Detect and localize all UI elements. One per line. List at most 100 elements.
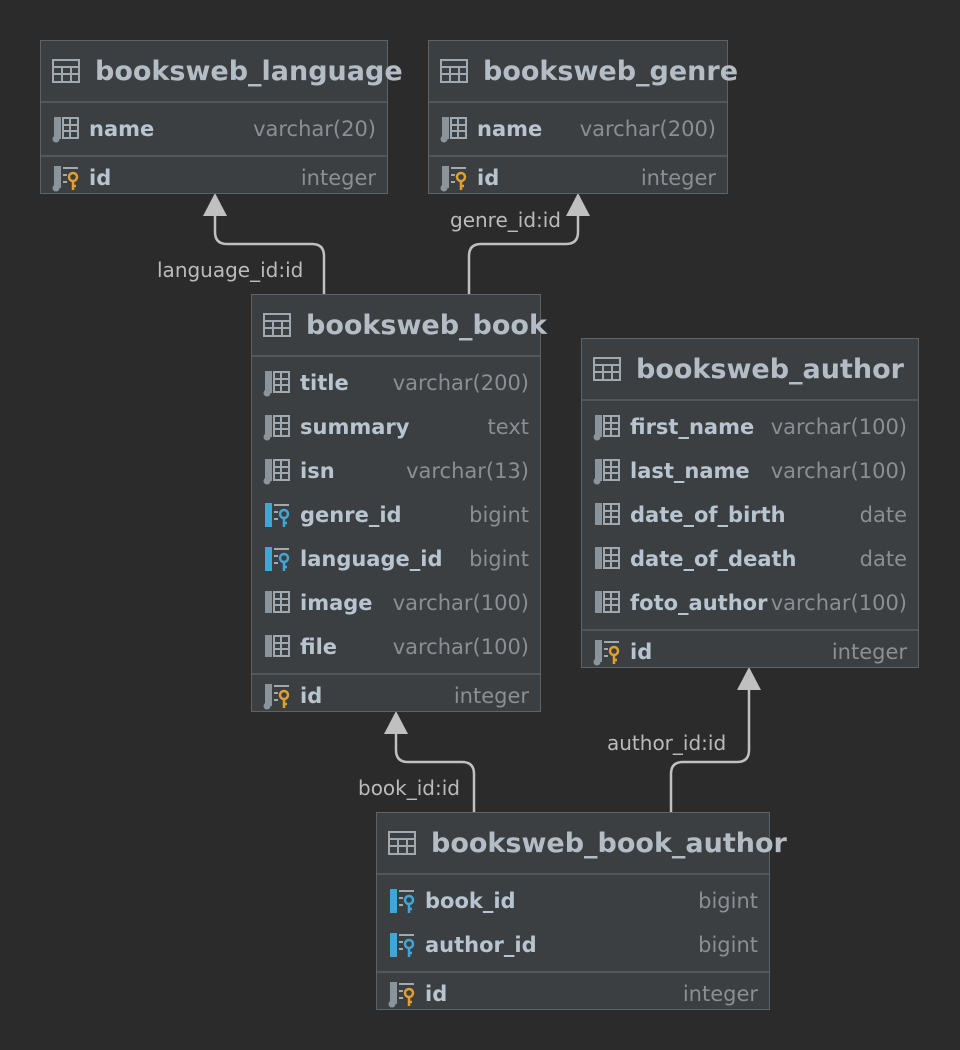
column-icon — [593, 459, 620, 485]
table-icon — [593, 357, 621, 381]
column-list: name varchar(20) id integer — [41, 103, 387, 199]
nullable-column-icon — [595, 503, 620, 525]
column-name: book_id — [425, 889, 516, 913]
primary-key-icon — [263, 684, 290, 710]
column-row[interactable]: first_name varchar(100) — [582, 405, 918, 449]
table-header[interactable]: booksweb_author — [582, 339, 918, 401]
column-row[interactable]: name varchar(20) — [41, 107, 387, 151]
column-name: first_name — [630, 415, 755, 439]
table-icon — [440, 59, 468, 83]
column-row[interactable]: author_id bigint — [377, 923, 769, 967]
column-name: date_of_death — [630, 547, 797, 571]
table-icon — [52, 59, 80, 83]
column-type: varchar(13) — [406, 459, 529, 483]
primary-key-icon — [52, 166, 79, 192]
column-icon — [593, 415, 620, 441]
column-name: image — [300, 591, 373, 615]
column-type: integer — [300, 166, 376, 190]
column-type: integer — [640, 166, 716, 190]
column-type: date — [859, 547, 907, 571]
primary-key-row[interactable]: id integer — [429, 155, 727, 199]
foreign-key-icon — [390, 889, 415, 913]
column-type: bigint — [469, 503, 529, 527]
column-name: author_id — [425, 933, 537, 957]
column-name: language_id — [300, 547, 443, 571]
column-icon — [263, 415, 290, 441]
column-name: isn — [300, 459, 335, 483]
table-header[interactable]: booksweb_book — [252, 295, 547, 357]
table-header[interactable]: booksweb_genre — [429, 41, 738, 103]
column-type: varchar(200) — [392, 371, 529, 395]
nullable-column-icon — [595, 591, 620, 613]
column-icon — [263, 459, 290, 485]
primary-key-row[interactable]: id integer — [41, 155, 387, 199]
column-type: varchar(100) — [392, 635, 529, 659]
arrow-genre — [566, 193, 590, 216]
column-type: varchar(100) — [392, 591, 529, 615]
column-name: name — [89, 117, 155, 141]
column-row[interactable]: language_id bigint — [252, 537, 540, 581]
arrow-language — [203, 193, 227, 216]
relation-label-language: language_id:id — [157, 258, 304, 282]
column-row[interactable]: date_of_death date — [582, 537, 918, 581]
column-name: id — [425, 982, 448, 1006]
column-row[interactable]: book_id bigint — [377, 879, 769, 923]
column-row[interactable]: isn varchar(13) — [252, 449, 540, 493]
edge-book-genre — [467, 214, 580, 294]
column-name: id — [477, 166, 500, 190]
column-name: foto_author — [630, 591, 768, 615]
relation-label-genre: genre_id:id — [450, 208, 562, 232]
column-name: id — [630, 640, 653, 664]
column-row[interactable]: file varchar(100) — [252, 625, 540, 669]
column-icon — [440, 117, 467, 143]
table-header[interactable]: booksweb_book_author — [377, 813, 787, 875]
column-name: id — [89, 166, 112, 190]
column-type: bigint — [698, 933, 758, 957]
arrow-book — [384, 711, 408, 734]
column-icon — [263, 371, 290, 397]
column-type: varchar(20) — [253, 117, 376, 141]
column-type: varchar(100) — [770, 459, 907, 483]
relation-label-author: author_id:id — [607, 731, 727, 755]
column-name: name — [477, 117, 543, 141]
column-type: bigint — [469, 547, 529, 571]
column-type: varchar(100) — [770, 415, 907, 439]
primary-key-icon — [440, 166, 467, 192]
table-title: booksweb_genre — [483, 55, 739, 87]
relation-label-book: book_id:id — [358, 776, 460, 800]
table-icon — [388, 831, 416, 855]
column-icon — [52, 117, 79, 143]
column-name: date_of_birth — [630, 503, 786, 527]
arrow-author — [737, 667, 761, 690]
column-row[interactable]: image varchar(100) — [252, 581, 540, 625]
foreign-key-icon — [265, 503, 290, 527]
column-type: bigint — [698, 889, 758, 913]
column-type: integer — [453, 684, 529, 708]
table-header[interactable]: booksweb_language — [41, 41, 403, 103]
nullable-column-icon — [265, 635, 290, 657]
foreign-key-icon — [265, 547, 290, 571]
edge-book-language — [213, 214, 326, 294]
table-title: booksweb_book — [306, 309, 547, 341]
column-name: file — [300, 635, 338, 659]
